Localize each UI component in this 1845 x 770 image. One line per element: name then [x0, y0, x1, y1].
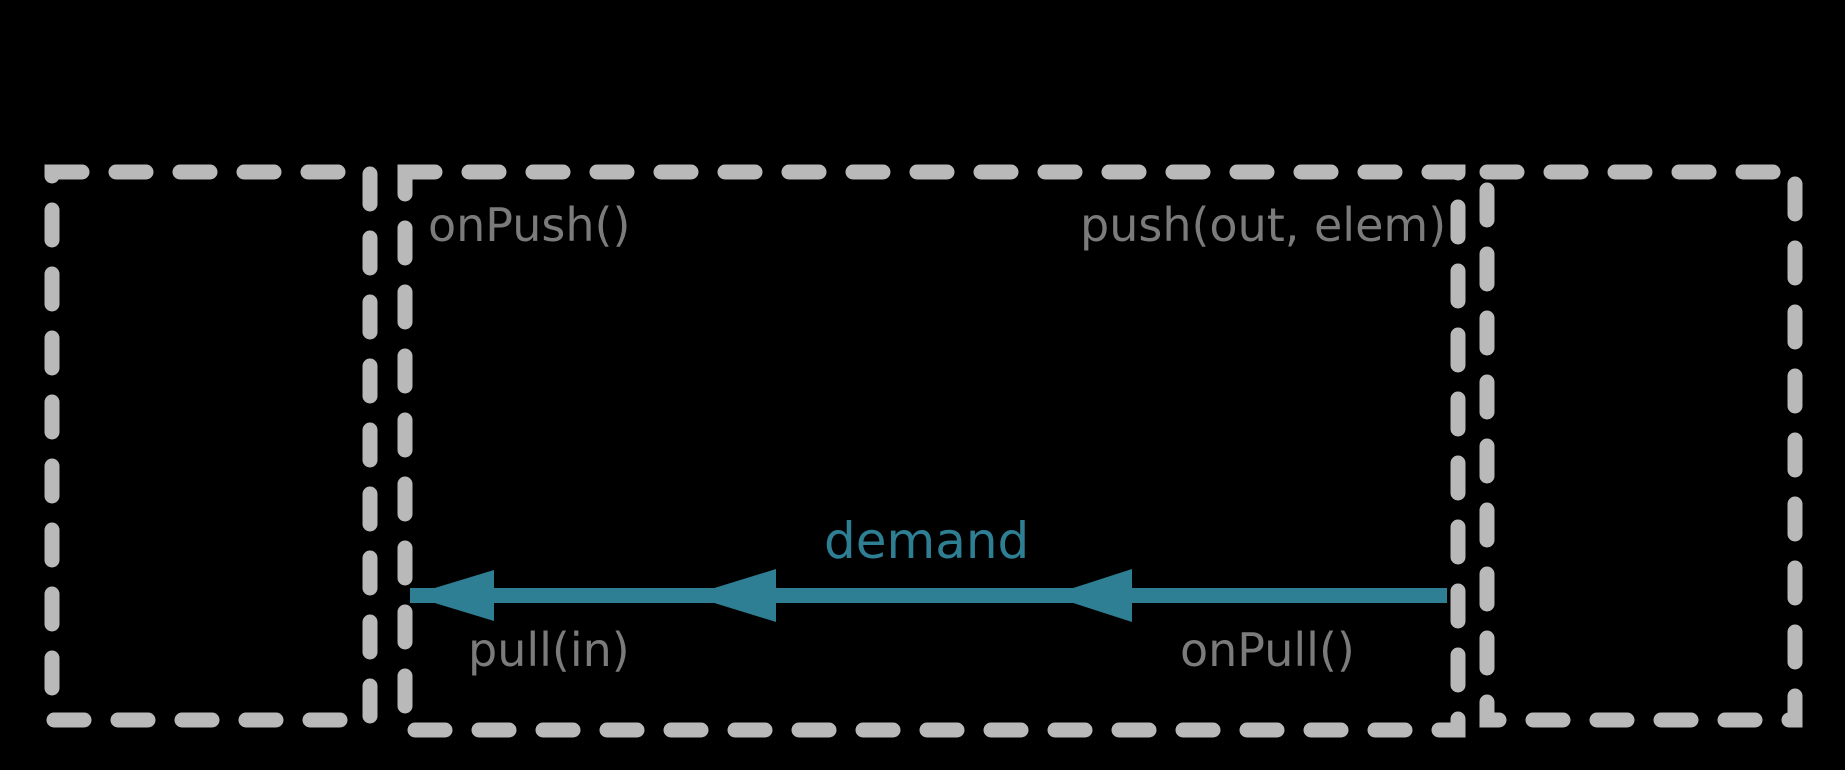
downstream-stage-box	[1479, 164, 1803, 728]
demand-label: demand	[824, 512, 1030, 570]
pull-in-label: pull(in)	[468, 623, 630, 677]
demand-arrowhead-right-icon	[1050, 569, 1132, 622]
demand-arrowhead-mid-icon	[690, 569, 776, 622]
push-out-elem-label: push(out, elem)	[1080, 198, 1447, 252]
upstream-stage-box	[44, 164, 378, 728]
operator-stage-box	[397, 164, 1466, 738]
demand-arrow-shaft	[410, 588, 1447, 603]
on-pull-label: onPull()	[1180, 623, 1355, 677]
demand-arrowhead-left-icon	[410, 570, 494, 621]
on-push-label: onPush()	[428, 198, 631, 252]
